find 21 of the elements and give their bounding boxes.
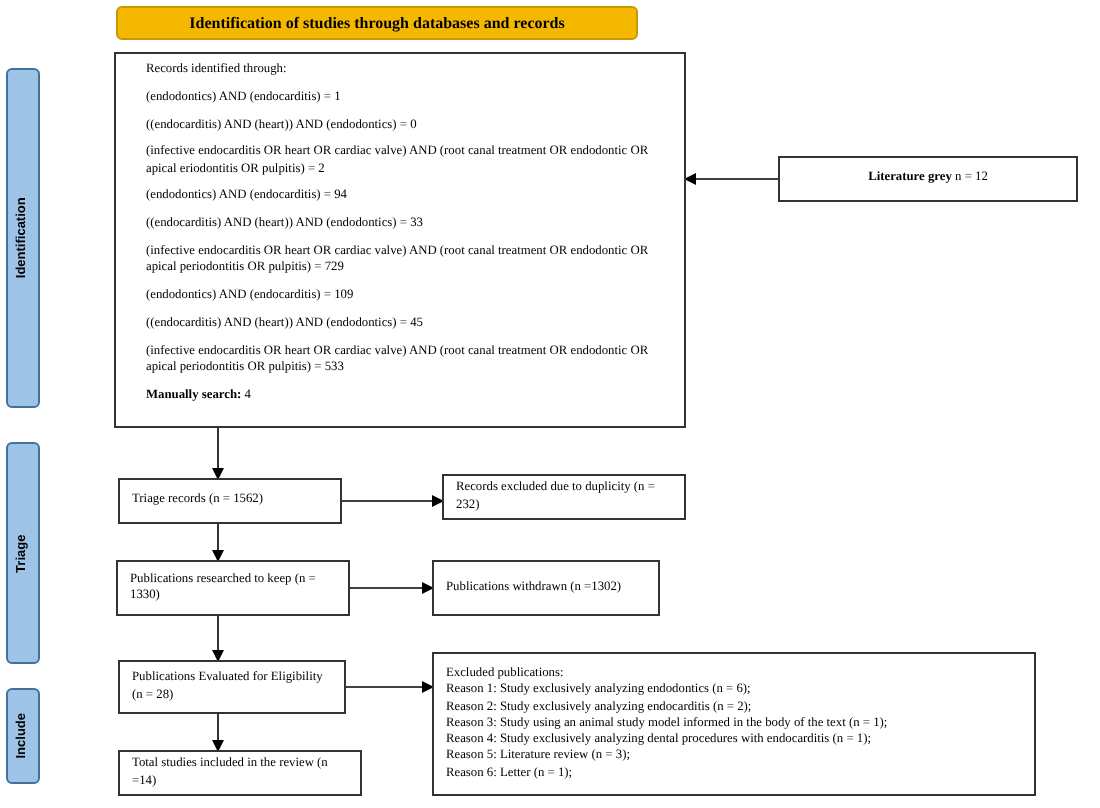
arrow [212, 615, 224, 662]
process-box [118, 750, 362, 796]
process-box [116, 560, 350, 616]
process-box [442, 474, 686, 520]
stage-bar [6, 688, 40, 784]
arrow [212, 427, 224, 480]
process-box [778, 156, 1078, 202]
stage-bar [6, 68, 40, 408]
stage-bar [6, 442, 40, 664]
arrow [684, 173, 779, 185]
arrow [345, 681, 434, 693]
arrow [212, 523, 224, 562]
process-box [432, 560, 660, 616]
title-banner: Identification of studies through databases and records [116, 6, 638, 40]
process-box [114, 52, 686, 428]
process-box [118, 478, 342, 524]
process-box [432, 652, 1036, 796]
arrow [341, 495, 444, 507]
process-box [118, 660, 346, 714]
arrow [212, 713, 224, 752]
arrow [349, 582, 434, 594]
